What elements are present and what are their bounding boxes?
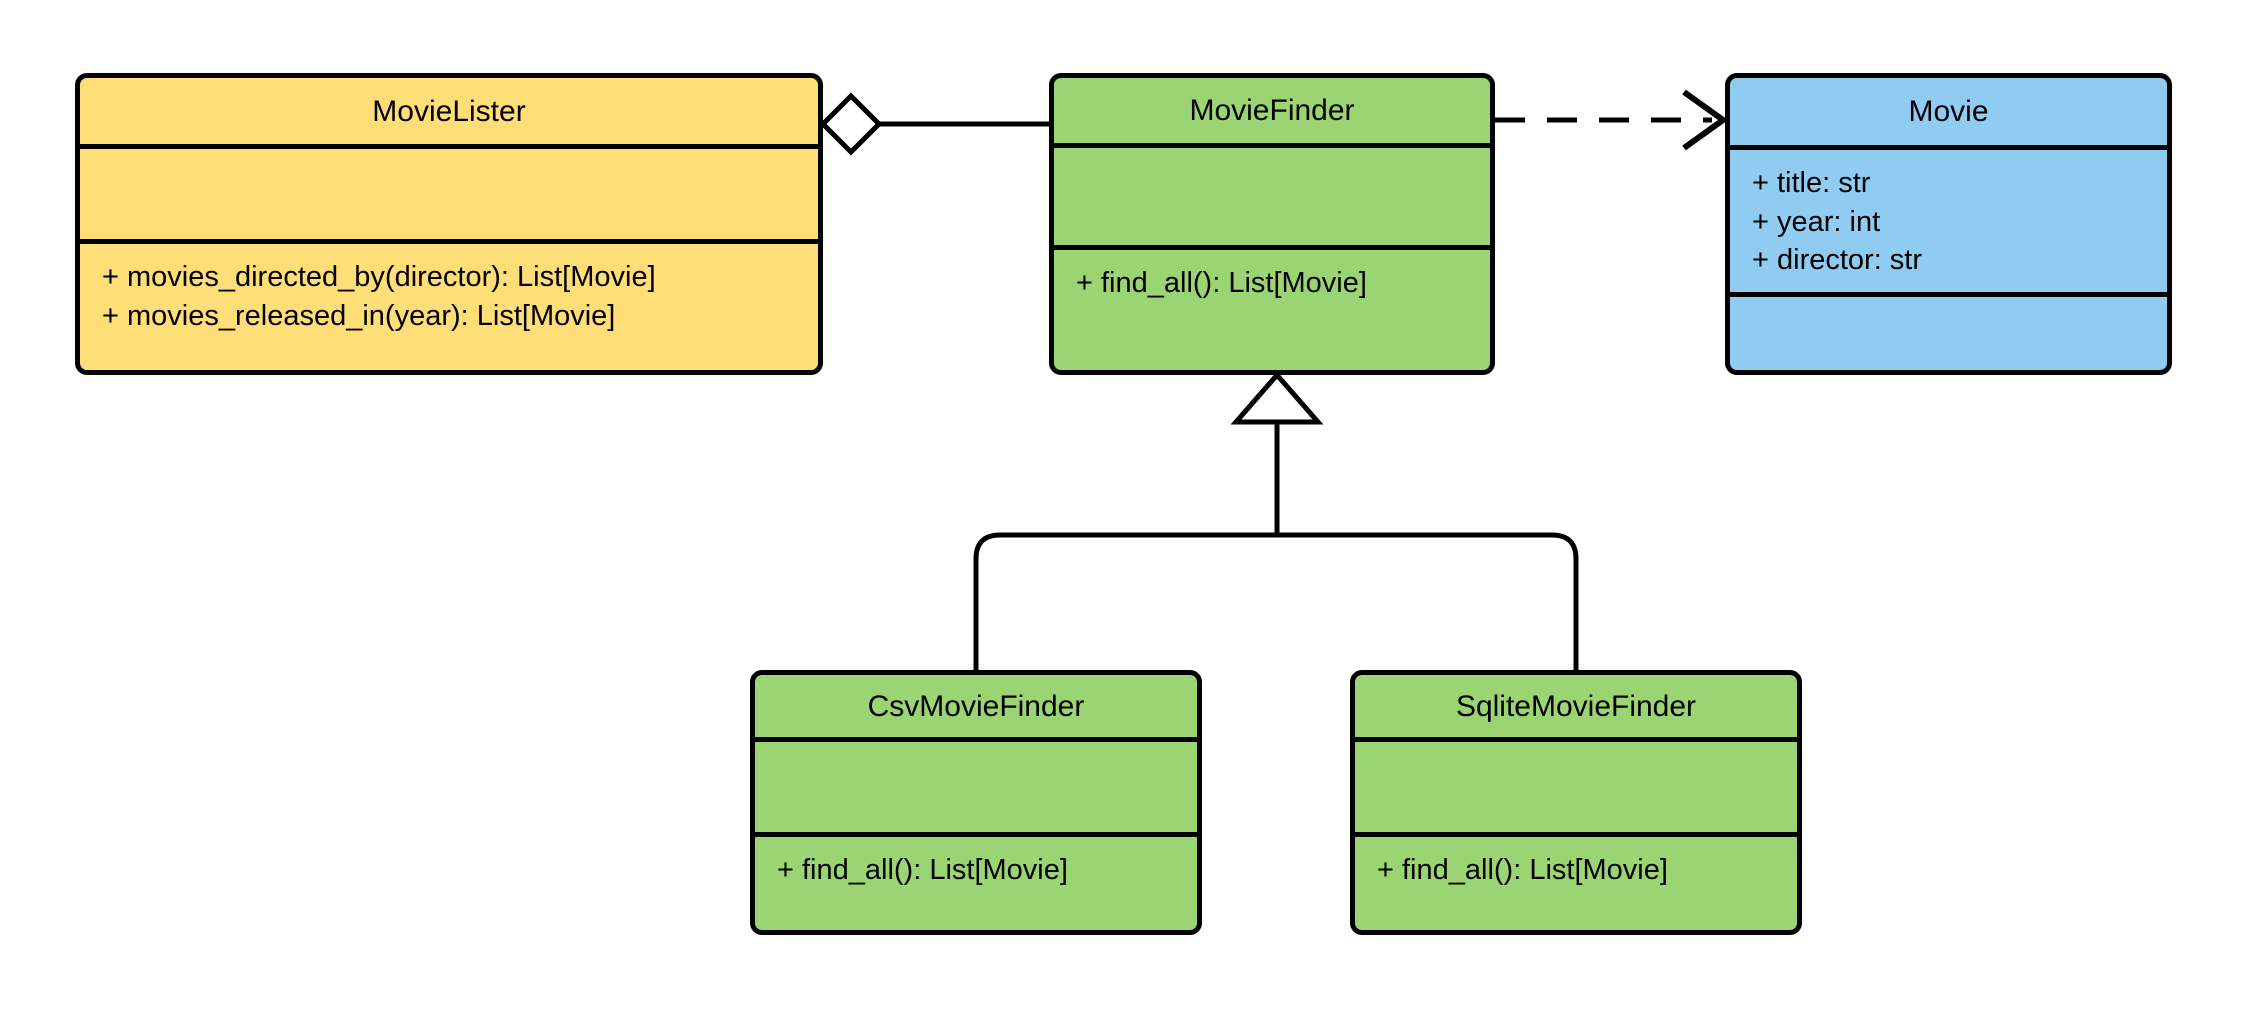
uml-class-movie[interactable]: Movie + title: str + year: int + directo… xyxy=(1725,73,2172,375)
class-name-label: Movie xyxy=(1908,95,1989,128)
class-attributes-compartment xyxy=(80,149,818,244)
operation-item: + movies_released_in(year): List[Movie] xyxy=(102,299,616,332)
class-name-compartment: CsvMovieFinder xyxy=(755,675,1197,742)
operation-item: + find_all(): List[Movie] xyxy=(777,854,1068,886)
class-name-compartment: SqliteMovieFinder xyxy=(1355,675,1797,742)
uml-class-movie-finder[interactable]: MovieFinder + find_all(): List[Movie] xyxy=(1049,73,1495,375)
class-operations-compartment: + find_all(): List[Movie] xyxy=(1355,837,1797,890)
class-attributes-compartment xyxy=(1355,742,1797,837)
class-operations-compartment: + find_all(): List[Movie] xyxy=(755,837,1197,890)
operation-item: + movies_directed_by(director): List[Mov… xyxy=(102,261,656,293)
class-name-compartment: Movie xyxy=(1730,78,2167,150)
attribute-item: + title: str xyxy=(1752,167,1871,199)
attribute-item: + director: str xyxy=(1752,244,1923,277)
class-attributes-compartment xyxy=(755,742,1197,837)
attribute-item: + year: int xyxy=(1752,205,1881,238)
class-operations-compartment xyxy=(1730,297,2167,311)
uml-class-csv-movie-finder[interactable]: CsvMovieFinder + find_all(): List[Movie] xyxy=(750,670,1202,935)
class-name-compartment: MovieFinder xyxy=(1054,78,1490,148)
operation-item: + find_all(): List[Movie] xyxy=(1076,267,1367,299)
generalization-tree-connector[interactable] xyxy=(973,371,1579,670)
class-attributes-compartment xyxy=(1054,148,1490,250)
class-operations-compartment: + movies_directed_by(director): List[Mov… xyxy=(80,244,818,335)
operation-item: + find_all(): List[Movie] xyxy=(1377,854,1668,886)
class-attributes-compartment: + title: str + year: int + director: str xyxy=(1730,150,2167,297)
generalization-branch-csv xyxy=(973,532,1277,670)
class-name-label: MovieLister xyxy=(372,94,526,128)
class-operations-compartment: + find_all(): List[Movie] xyxy=(1054,250,1490,303)
open-arrow-icon xyxy=(1682,89,1729,151)
uml-class-sqlite-movie-finder[interactable]: SqliteMovieFinder + find_all(): List[Mov… xyxy=(1350,670,1802,935)
hollow-triangle-icon xyxy=(1230,371,1324,425)
class-name-compartment: MovieLister xyxy=(80,78,818,149)
generalization-branch-sqlite xyxy=(1277,532,1579,670)
dependency-finder-movie-connector[interactable] xyxy=(1495,89,1729,151)
aggregation-lister-finder-connector[interactable] xyxy=(819,92,1049,156)
hollow-diamond-icon xyxy=(819,92,883,156)
class-name-label: CsvMovieFinder xyxy=(867,689,1085,723)
uml-class-movie-lister[interactable]: MovieLister + movies_directed_by(directo… xyxy=(75,73,823,375)
class-name-label: SqliteMovieFinder xyxy=(1455,689,1697,723)
class-name-label: MovieFinder xyxy=(1189,94,1355,127)
